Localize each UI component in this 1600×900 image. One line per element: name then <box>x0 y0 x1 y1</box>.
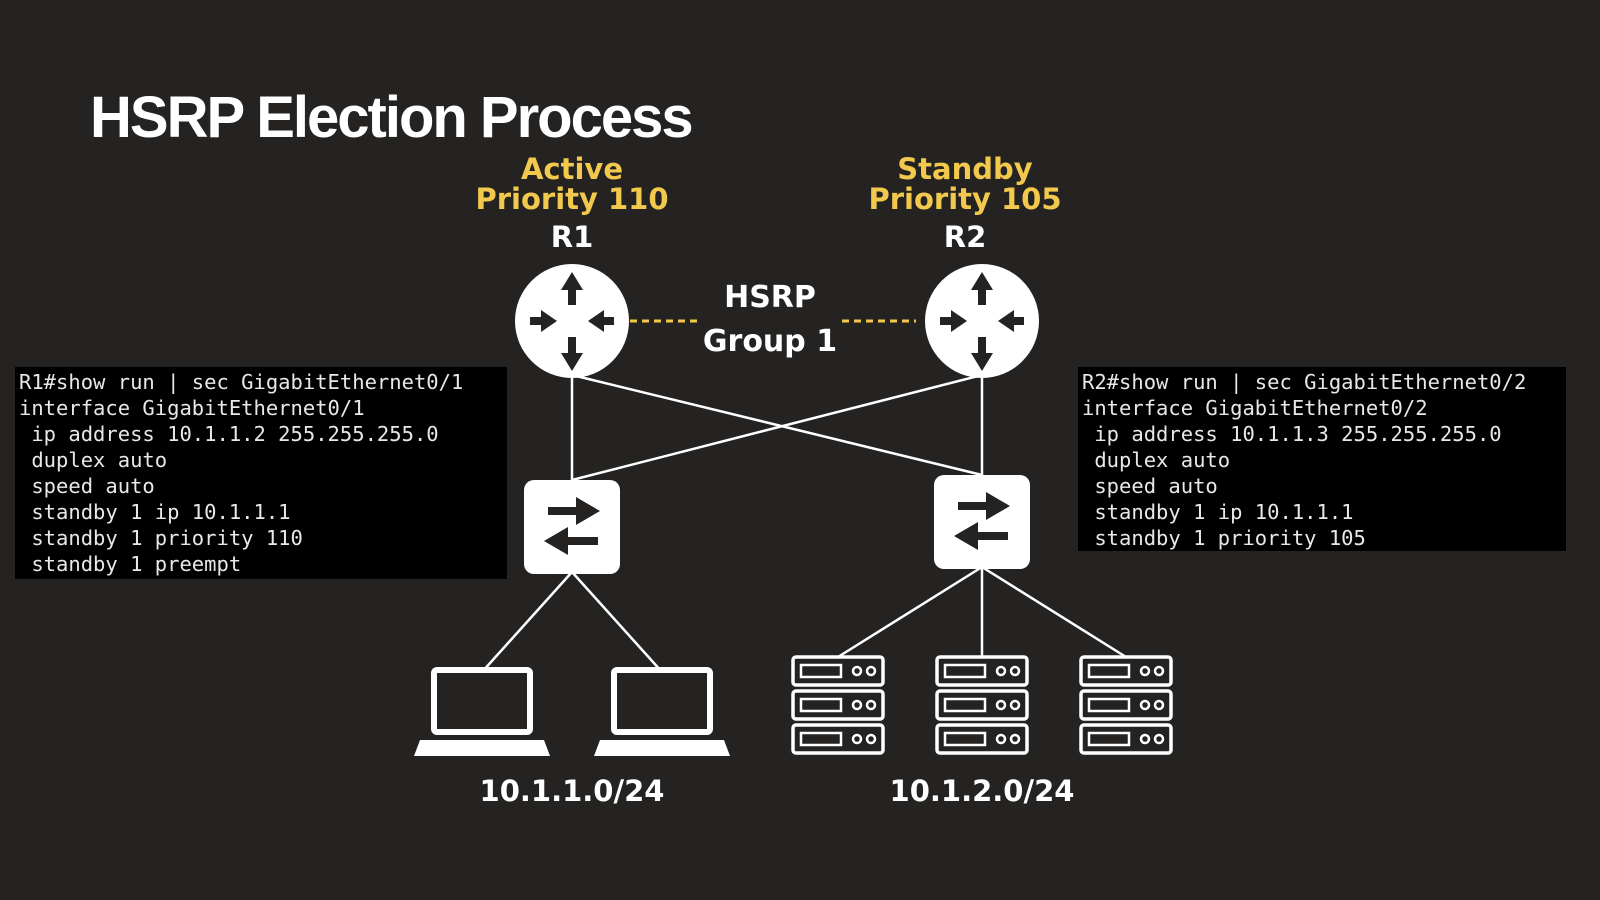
hsrp-label: HSRP <box>724 280 816 315</box>
config-line: speed auto <box>1082 474 1218 498</box>
link-sw2-server1 <box>837 565 983 659</box>
server-icon <box>1079 655 1173 755</box>
config-line: interface GigabitEthernet0/1 <box>19 396 365 420</box>
r1-label: Active Priority 110 R1 <box>472 154 672 252</box>
config-line: standby 1 ip 10.1.1.1 <box>19 500 291 524</box>
config-line: duplex auto <box>1082 448 1231 472</box>
subnet-left: 10.1.1.0/24 <box>479 774 665 808</box>
link-sw1-laptop1 <box>481 571 573 673</box>
server-icon <box>935 655 1029 755</box>
laptop-icon <box>414 667 550 756</box>
r2-role: Standby <box>897 152 1033 186</box>
config-line: interface GigabitEthernet0/2 <box>1082 396 1428 420</box>
router-icon <box>925 264 1039 378</box>
r2-name: R2 <box>943 220 987 254</box>
link-sw2-server3 <box>981 565 1127 659</box>
link-sw1-laptop2 <box>571 571 663 673</box>
config-line: duplex auto <box>19 448 168 472</box>
subnet-right: 10.1.2.0/24 <box>889 774 1075 808</box>
link-r2-sw1 <box>571 373 983 482</box>
switch-icon <box>934 475 1030 569</box>
link-r1-sw2 <box>571 373 983 477</box>
r1-name: R1 <box>550 220 594 254</box>
config-line: ip address 10.1.1.2 255.255.255.0 <box>19 422 439 446</box>
config-line: R2#show run | sec GigabitEthernet0/2 <box>1082 370 1527 394</box>
config-line: speed auto <box>19 474 155 498</box>
server-icon <box>791 655 885 755</box>
config-line: standby 1 priority 110 <box>19 526 303 550</box>
page-title: HSRP Election Process <box>90 85 694 150</box>
config-line: R1#show run | sec GigabitEthernet0/1 <box>19 370 464 394</box>
router-icon <box>515 264 629 378</box>
r1-priority: Priority 110 <box>475 182 669 216</box>
hsrp-group-label: HSRP Group 1 <box>690 276 850 364</box>
r2-priority: Priority 105 <box>868 182 1062 216</box>
r2-config-terminal: R2#show run | sec GigabitEthernet0/2 int… <box>1078 367 1566 551</box>
group-label: Group 1 <box>702 324 838 359</box>
r2-label: Standby Priority 105 R2 <box>865 154 1065 252</box>
r1-config-terminal: R1#show run | sec GigabitEthernet0/1 int… <box>15 367 507 579</box>
switch-icon <box>524 480 620 574</box>
laptop-icon <box>594 667 730 756</box>
config-line: standby 1 priority 105 <box>1082 526 1366 550</box>
config-line: standby 1 preempt <box>19 552 242 576</box>
r1-role: Active <box>520 152 623 186</box>
config-line: ip address 10.1.1.3 255.255.255.0 <box>1082 422 1502 446</box>
config-line: standby 1 ip 10.1.1.1 <box>1082 500 1354 524</box>
links <box>481 373 1127 673</box>
